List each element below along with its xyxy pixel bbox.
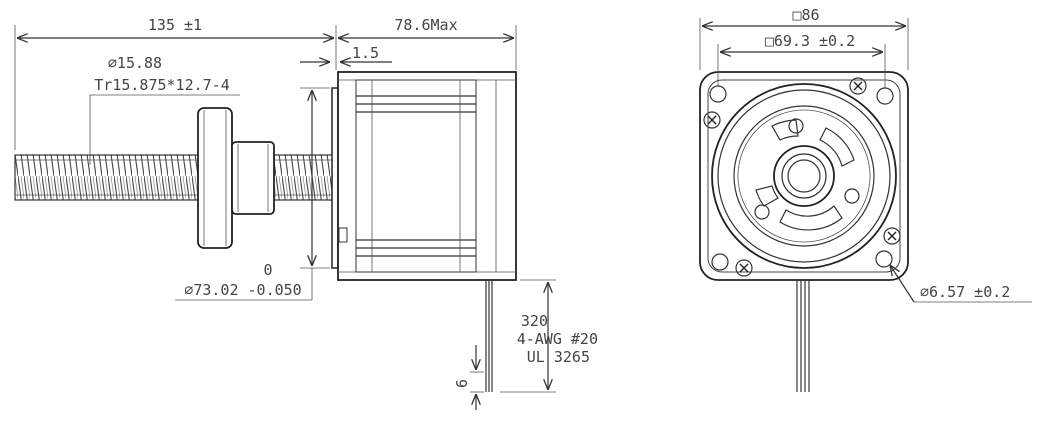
overall-length-label: 135 ±1 bbox=[148, 16, 202, 34]
dim-body-length: 78.6Max bbox=[338, 16, 517, 70]
dim-hole-spacing: □69.3 ±0.2 bbox=[717, 32, 886, 88]
motor-body bbox=[337, 71, 517, 281]
screw-nut bbox=[197, 107, 275, 249]
flange-offset-label: 1.5 bbox=[352, 44, 379, 62]
thread-spec-label: Tr15.875*12.7-4 bbox=[94, 76, 229, 94]
shaft-hub bbox=[773, 145, 835, 207]
body-length-label: 78.6Max bbox=[394, 16, 457, 34]
screw-diameter-label: ∅15.88 bbox=[108, 54, 162, 72]
dim-frame-size: □86 bbox=[699, 6, 909, 70]
dim-lead-length: 320 4-AWG #20 UL 3265 bbox=[500, 279, 598, 393]
front-view: □86 □69.3 ±0.2 ∅6.57 ±0.2 bbox=[699, 6, 1032, 392]
dim-strip-length: 6 bbox=[453, 345, 484, 410]
lead-length-label: 320 bbox=[521, 312, 548, 330]
side-view: 135 ±1 78.6Max 1.5 ∅15.88 Tr15.875*12.7-… bbox=[14, 16, 598, 410]
strip-length-label: 6 bbox=[453, 379, 471, 388]
arc-slots bbox=[754, 118, 860, 231]
lead-screw bbox=[14, 154, 336, 201]
wire-spec-label: 4-AWG #20 bbox=[517, 330, 598, 348]
thread-callout: ∅15.88 Tr15.875*12.7-4 bbox=[89, 54, 240, 165]
dim-pilot-diameter: 0 ∅73.02 -0.050 bbox=[175, 87, 330, 301]
front-lead-wires bbox=[796, 280, 810, 392]
pilot-tolerance-label: 0 bbox=[263, 261, 272, 279]
screw-heads bbox=[703, 77, 901, 277]
pilot-rings bbox=[711, 83, 897, 269]
frame-size-label: □86 bbox=[792, 6, 819, 24]
pilot-diameter-label: ∅73.02 -0.050 bbox=[184, 281, 301, 299]
hole-spacing-label: □69.3 ±0.2 bbox=[765, 32, 855, 50]
motor-frame bbox=[699, 71, 909, 281]
wire-standard-label: UL 3265 bbox=[527, 348, 590, 366]
dim-flange-offset: 1.5 bbox=[300, 44, 392, 62]
hole-diameter-callout: ∅6.57 ±0.2 bbox=[890, 265, 1032, 303]
hole-diameter-label: ∅6.57 ±0.2 bbox=[920, 283, 1010, 301]
dim-overall-length: 135 ±1 bbox=[14, 16, 337, 150]
lead-wires bbox=[485, 280, 493, 392]
